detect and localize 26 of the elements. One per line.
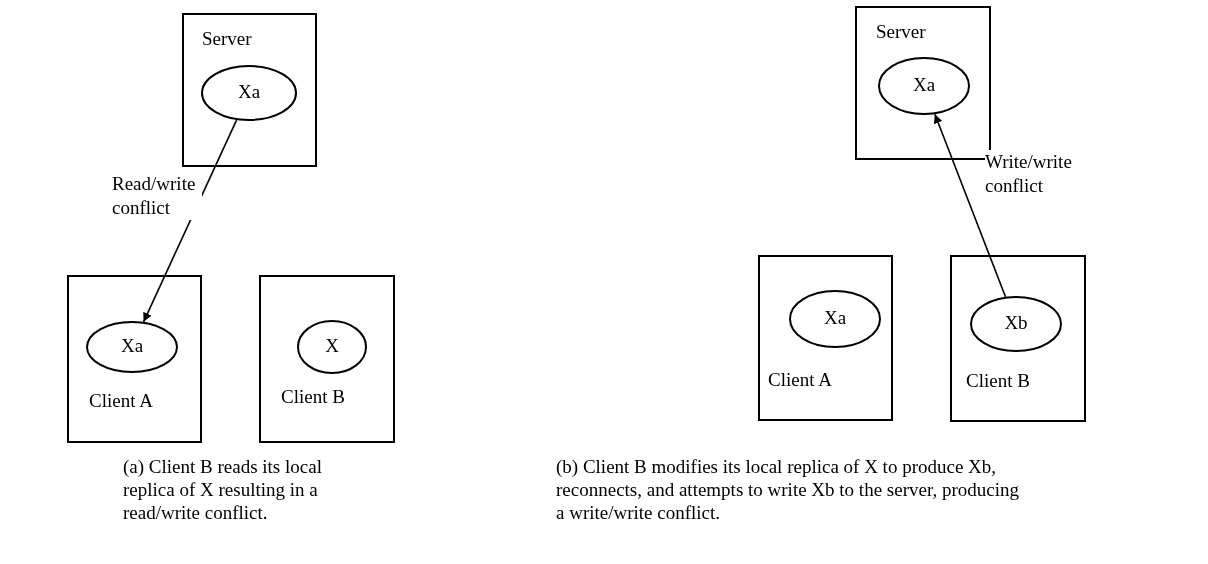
machine-name: Server (876, 22, 926, 43)
machine-box (950, 255, 1086, 422)
replica-ellipse (297, 320, 367, 374)
replica-ellipse (86, 321, 178, 373)
machine-name: Client B (281, 387, 345, 408)
replica-name: X (324, 336, 340, 357)
replica-name: Xb (1003, 313, 1029, 334)
replica-ellipse (970, 296, 1062, 352)
figure-caption: (b) Client B modifies its local replica of X to produce Xb, reconnects, and attempts to write Xb to the server, producing a write/write conflict. (556, 456, 1020, 525)
machine-box (758, 255, 893, 421)
arrow (933, 113, 1007, 298)
machine-name: Client A (768, 370, 832, 391)
machine-name: Client A (89, 391, 153, 412)
figure-caption: (a) Client B reads its local replica of X resulting in a read/write conflict. (123, 456, 323, 525)
machine-name: Server (202, 29, 252, 50)
machine-box (67, 275, 202, 443)
replica-name: Xa (822, 308, 848, 329)
replica-ellipse (201, 65, 297, 121)
replica-ellipse (878, 57, 970, 115)
machine-name: Client B (966, 371, 1030, 392)
replica-name: Xa (911, 75, 937, 96)
machine-box (182, 13, 317, 167)
machine-box (259, 275, 395, 443)
replica-name: Xa (236, 82, 262, 103)
replica-name: Xa (119, 336, 145, 357)
replica-ellipse (789, 290, 881, 348)
